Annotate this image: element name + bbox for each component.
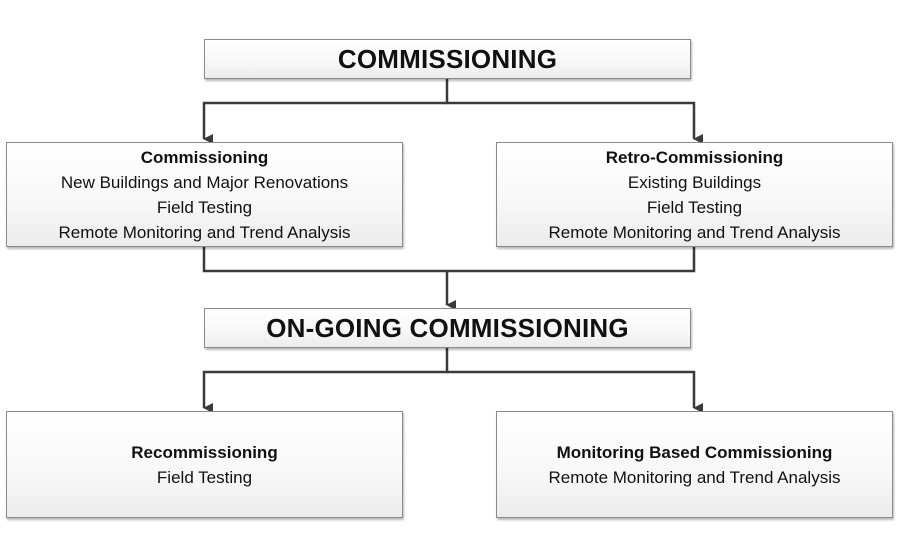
recommissioning-box: Recommissioning Field Testing [6,411,403,518]
ongoing-commissioning-banner-label: ON-GOING COMMISSIONING [266,312,629,343]
retro-commissioning-box-line: Field Testing [646,197,743,217]
retro-commissioning-box: Retro-Commissioning Existing Buildings F… [496,142,893,247]
monitoring-based-commissioning-box-title: Monitoring Based Commissioning [556,442,833,462]
connector-middle-split-right [447,370,703,413]
commissioning-box-line: Field Testing [156,197,253,217]
retro-commissioning-box-line: Existing Buildings [627,172,762,192]
connector-middle-split-left [202,348,449,413]
commissioning-banner: COMMISSIONING [204,39,691,79]
retro-commissioning-box-title: Retro-Commissioning [605,147,784,167]
recommissioning-box-title: Recommissioning [131,442,278,462]
connector-merge-left [202,247,696,273]
ongoing-commissioning-banner: ON-GOING COMMISSIONING [204,308,691,348]
recommissioning-box-line: Field Testing [156,467,253,487]
monitoring-based-commissioning-box-line: Remote Monitoring and Trend Analysis [548,467,841,487]
connector-top-split-right [447,101,703,144]
commissioning-box: Commissioning New Buildings and Major Re… [6,142,403,247]
commissioning-box-line: Remote Monitoring and Trend Analysis [58,222,351,242]
commissioning-box-title: Commissioning [140,147,269,167]
retro-commissioning-box-line: Remote Monitoring and Trend Analysis [548,222,841,242]
commissioning-banner-label: COMMISSIONING [337,43,558,74]
monitoring-based-commissioning-box: Monitoring Based Commissioning Remote Mo… [496,411,893,518]
connector-top-split [202,79,449,144]
commissioning-box-line: New Buildings and Major Renovations [60,172,349,192]
